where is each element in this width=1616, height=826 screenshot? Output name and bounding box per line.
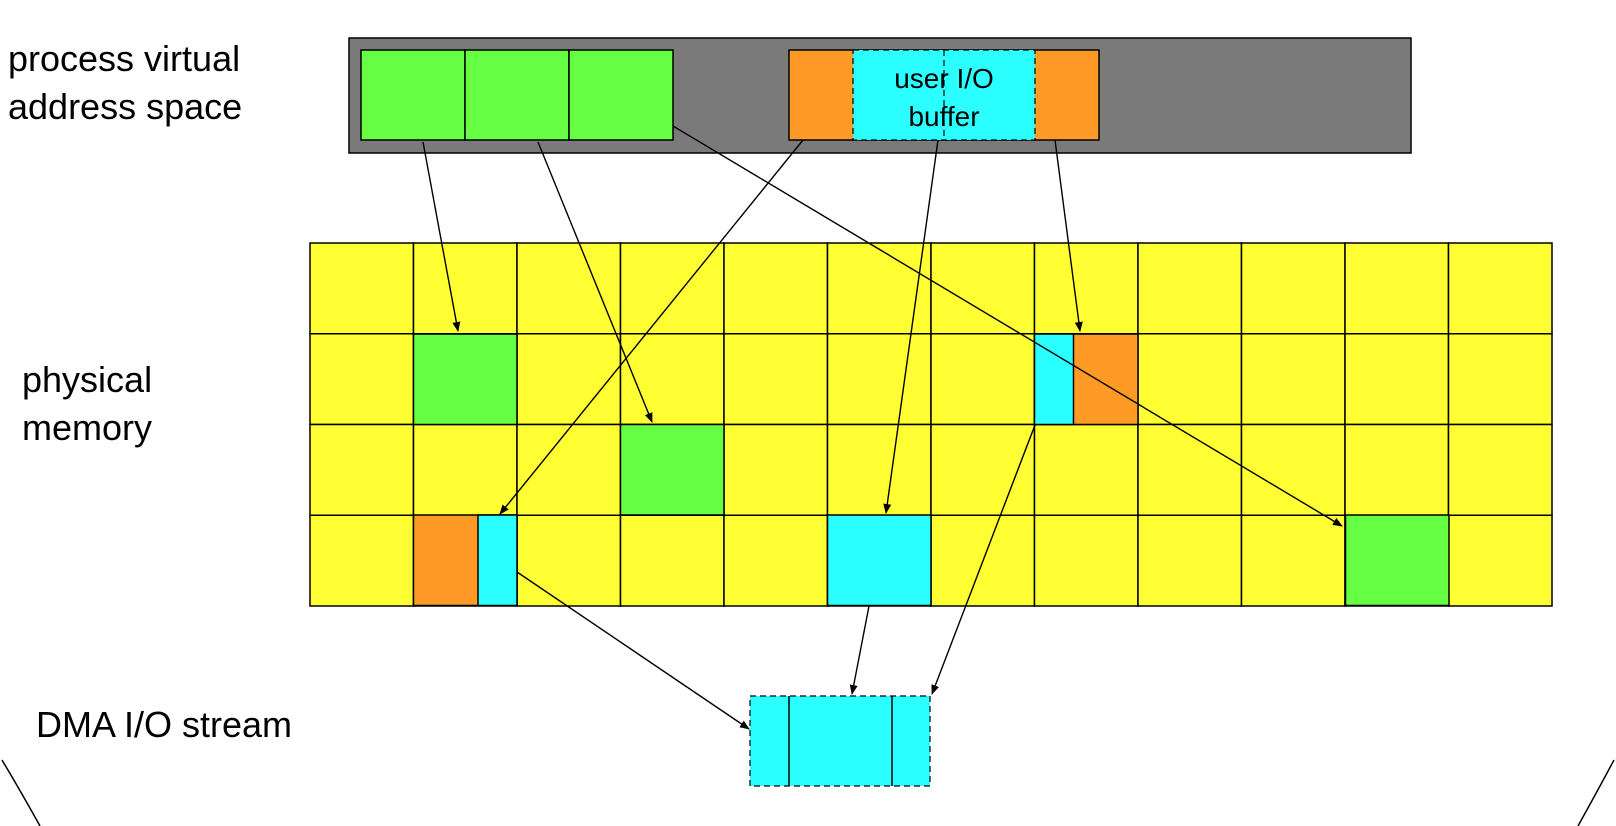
physical-frame [309, 423, 415, 516]
physical-frame [516, 333, 622, 426]
dma-stream-label: DMA I/O stream [36, 704, 292, 745]
physical-frame [1240, 423, 1346, 516]
physical-frame [930, 333, 1036, 426]
physical-frame [723, 514, 829, 607]
physical-frame-green [412, 333, 518, 426]
physical-frame [412, 423, 518, 516]
physical-frame [1137, 333, 1243, 426]
physical-frame [826, 423, 932, 516]
physical-frame [1447, 333, 1553, 426]
dma-arrow [931, 424, 1036, 695]
mapping-arrow [422, 141, 461, 332]
physical-frame [826, 242, 932, 335]
mapping-arrow [883, 139, 939, 514]
physical-frame-green [1344, 514, 1450, 607]
mapping-arrow [1054, 139, 1083, 332]
physical-frame-buffer [826, 514, 932, 607]
physical-frame [516, 423, 622, 516]
physical-frame [516, 514, 622, 607]
dma-arrow [849, 605, 870, 695]
physical-frame [930, 423, 1036, 516]
physical-frame [1033, 514, 1139, 607]
physical-frame [309, 333, 415, 426]
physical-frame [1447, 242, 1553, 335]
physical-frame [1344, 423, 1450, 516]
physical-frame [1447, 423, 1553, 516]
physical-memory-allocated-frames [412, 333, 1450, 607]
mapping-arrows [422, 125, 1343, 730]
physical-frame [1344, 333, 1450, 426]
physical-frame-buffer-part [1033, 333, 1075, 426]
mapping-arrow [499, 139, 804, 515]
physical-frame [619, 514, 725, 607]
mapping-arrow [672, 125, 1343, 527]
physical-frame [309, 242, 415, 335]
physical-frame [1137, 514, 1243, 607]
physical-frame [826, 333, 932, 426]
physical-frame [1240, 333, 1346, 426]
physical-memory-label-line2: memory [22, 407, 152, 448]
physical-frame [309, 514, 415, 607]
physical-frame [619, 333, 725, 426]
physical-frame [1033, 242, 1139, 335]
user-io-buffer-label-line1: user I/O [894, 63, 994, 94]
physical-frame [1240, 514, 1346, 607]
mapping-arrow [537, 141, 653, 423]
virtual-page-green-3 [568, 49, 674, 141]
physical-frame [412, 242, 518, 335]
virtual-space-label-line1: process virtual [8, 38, 240, 79]
physical-frame [930, 242, 1036, 335]
physical-frame [1447, 514, 1553, 607]
virtual-page-green-2 [464, 49, 570, 141]
physical-frame [1033, 423, 1139, 516]
dma-arrow [516, 571, 750, 730]
physical-frame [723, 423, 829, 516]
physical-frame [723, 242, 829, 335]
physical-frame [1240, 242, 1346, 335]
user-io-buffer-label-line2: buffer [908, 101, 979, 132]
physical-memory-label-line1: physical [22, 359, 152, 400]
physical-frame [1137, 423, 1243, 516]
dma-io-stream [749, 695, 931, 787]
physical-frame [723, 333, 829, 426]
physical-frame [1344, 242, 1450, 335]
physical-frame [516, 242, 622, 335]
frame-left-edge [1, 759, 41, 826]
frame-right-edge [1577, 759, 1615, 826]
virtual-space-label-line2: address space [8, 86, 242, 127]
physical-frame [1137, 242, 1243, 335]
physical-frame-green [619, 423, 725, 516]
physical-frame-buffer-part [477, 514, 518, 607]
virtual-page-green-1 [360, 49, 466, 141]
